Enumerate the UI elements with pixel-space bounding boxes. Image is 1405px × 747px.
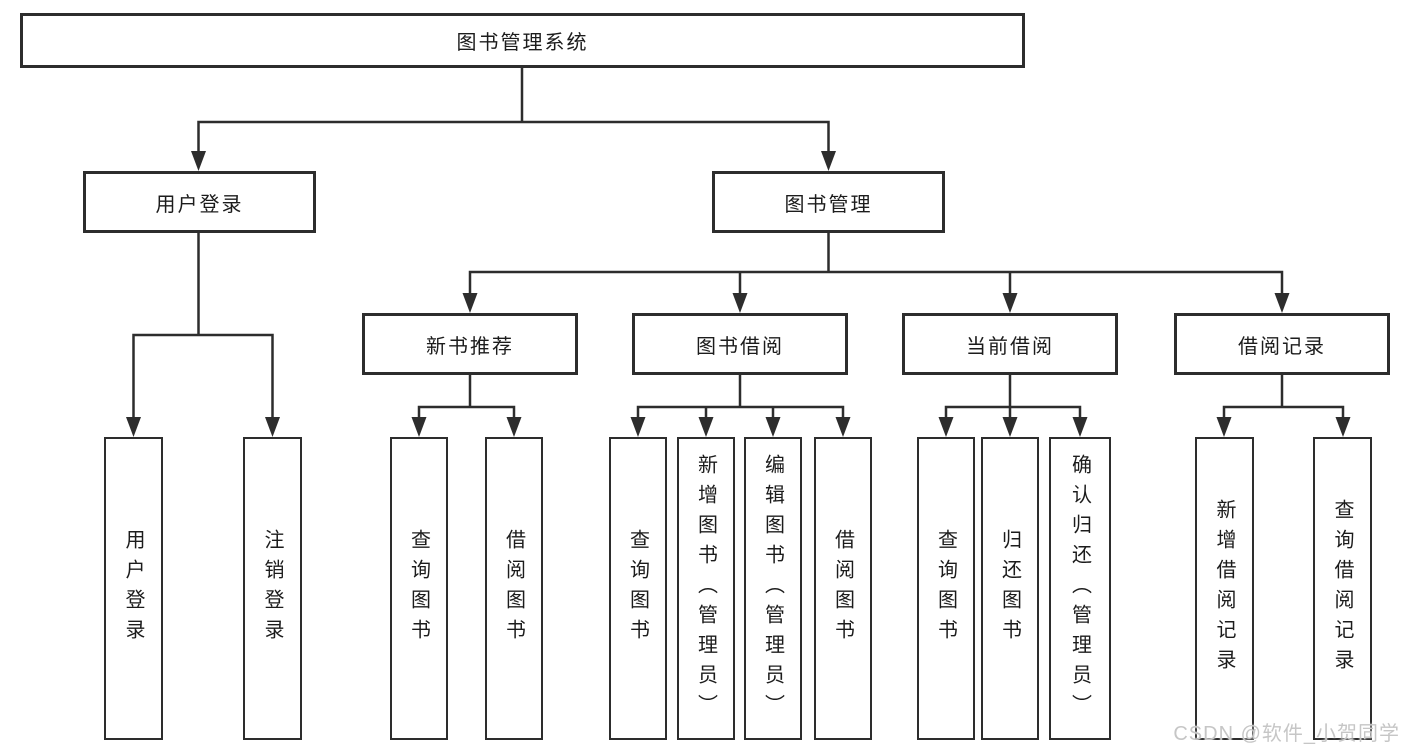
node-new-book-recommend: 新书推荐 — [362, 313, 578, 375]
leaf-confirm-return-admin: 确认归还（管理员） — [1049, 437, 1111, 740]
node-borrowing-records: 借阅记录 — [1174, 313, 1390, 375]
leaf-logout: 注销登录 — [243, 437, 302, 740]
node-book-borrowing: 图书借阅 — [632, 313, 848, 375]
leaf-add-borrow-record: 新增借阅记录 — [1195, 437, 1254, 740]
node-current-borrowing: 当前借阅 — [902, 313, 1118, 375]
leaf-borrow-books-recommend: 借阅图书 — [485, 437, 543, 740]
node-library-management-system: 图书管理系统 — [20, 13, 1025, 68]
node-user-login: 用户登录 — [83, 171, 316, 233]
leaf-query-books-current: 查询图书 — [917, 437, 975, 740]
leaf-add-book-admin: 新增图书（管理员） — [677, 437, 735, 740]
csdn-watermark: CSDN @软件_小贺同学 — [1173, 723, 1400, 745]
leaf-query-borrow-record: 查询借阅记录 — [1313, 437, 1372, 740]
leaf-query-books-recommend: 查询图书 — [390, 437, 448, 740]
leaf-return-books: 归还图书 — [981, 437, 1039, 740]
node-book-management: 图书管理 — [712, 171, 945, 233]
leaf-query-books-borrowing: 查询图书 — [609, 437, 667, 740]
leaf-user-login: 用户登录 — [104, 437, 163, 740]
leaf-edit-book-admin: 编辑图书（管理员） — [744, 437, 802, 740]
leaf-borrow-books-borrowing: 借阅图书 — [814, 437, 872, 740]
